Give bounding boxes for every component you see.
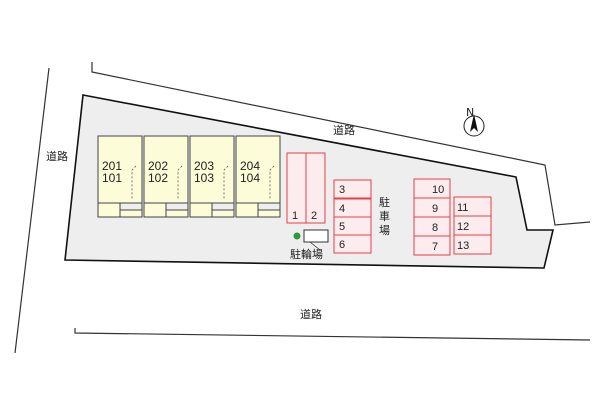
parking-space-number: 6 [339,239,345,251]
parking-space-2: 2 [305,152,326,224]
tree-icon [293,232,301,240]
parking-space-number: 5 [339,221,345,233]
parking-space-10: 10 [413,178,451,199]
unit-number-upper: 203 [194,159,214,173]
unit-number-lower: 103 [194,171,214,185]
parking-space-number: 9 [432,203,438,215]
parking-space-12: 12 [453,215,492,236]
bicycle-parking-shed [303,229,329,243]
parking-space-number: 7 [432,241,438,253]
unit-number-lower: 101 [102,171,122,185]
compass-north-letter: N [466,106,474,119]
compass-icon: N [463,106,485,137]
road-label-north: 道路 [333,123,355,137]
road-label-west: 道路 [46,149,68,163]
parking-label-char-3: 場 [379,224,390,237]
parking-space-6: 6 [333,234,372,254]
parking-space-number: 12 [457,221,469,233]
parking-space-number: 13 [457,240,469,252]
unit-number-upper: 204 [240,159,260,173]
parking-space-5: 5 [333,216,372,236]
unit-number-lower: 102 [148,171,168,185]
parking-space-number: 3 [339,184,345,196]
parking-space-number: 4 [339,203,345,215]
parking-label-char-1: 駐 [379,195,390,209]
parking-space-number: 10 [432,184,444,196]
parking-space-8: 8 [413,216,451,237]
road-edge-south [74,328,591,341]
parking-space-9: 9 [413,197,451,218]
road-edge-west [14,67,50,354]
parking-space-3: 3 [333,179,372,199]
parking-space-4: 4 [333,198,372,218]
bicycle-parking-leader [309,241,321,251]
road-label-south: 道路 [300,307,322,321]
parking-space-7: 7 [413,235,451,256]
parking-label-char-2: 車 [379,209,390,223]
parking-space-number: 1 [292,210,298,222]
road-edge-north [91,62,591,226]
parking-space-1: 1 [286,152,307,224]
parking-space-11: 11 [453,196,492,217]
parking-space-13: 13 [453,234,492,255]
parking-space-number: 11 [457,202,468,214]
unit-number-upper: 202 [148,159,168,173]
parking-space-number: 8 [432,222,438,234]
parking-space-number: 2 [311,210,317,222]
unit-number-lower: 104 [240,171,260,185]
bicycle-parking-label: 駐輪場 [290,247,323,261]
unit-number-upper: 201 [102,159,122,173]
